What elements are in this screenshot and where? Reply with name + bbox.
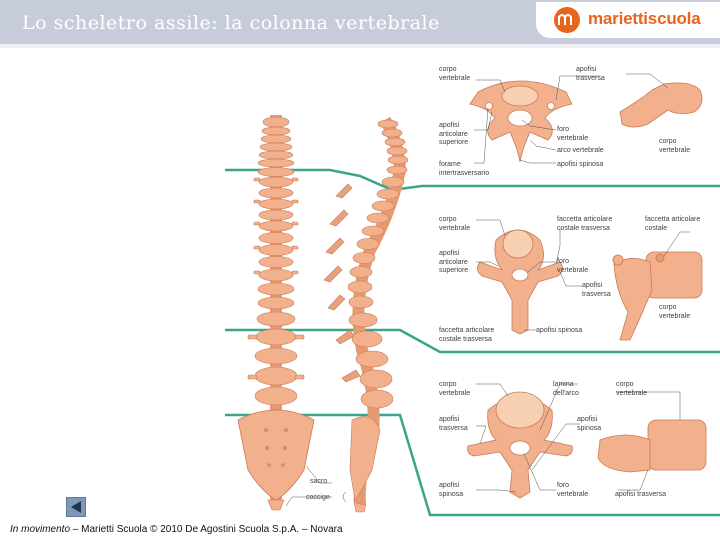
footer-credit: In movimento – Marietti Scuola © 2010 De… [10,524,343,535]
label-sacro: sacro [310,478,328,485]
page-title: Lo scheletro assile: la colonna vertebra… [22,12,440,34]
triangle-left-icon [71,501,81,513]
label-foro-vertebrale-cervical: foro vertebrale [557,126,589,142]
label-arco-vertebrale-cervical: arco vertebrale [557,147,604,154]
cervical-vertebra-side [619,82,703,128]
label-apofisi-spinosa-lumbar: apofisi spinosa [439,482,464,498]
label-coccige: coccige [306,494,330,501]
cervical-vertebra-top [469,80,573,163]
label-corpo-vertebrale-cervical-side: corpo vertebrale [659,138,691,154]
label-apofisi-spinosa-cervical: apofisi spinosa [557,161,604,168]
label-foro-vertebrale-thoracic: foro vertebrale [557,258,589,274]
lumbar-vertebra-side [597,419,707,473]
logo-mark-icon [554,7,580,33]
label-apofisi-trasversa-lumbar-side: apofisi trasversa [615,491,666,498]
label-faccetta-costale: faccetta articolare costale [645,216,701,232]
label-faccetta-costale-trasversa: faccetta articolare costale trasversa [557,216,613,232]
leader-lines [285,73,690,507]
label-corpo-vertebrale-lumbar-side: corpo vertebrale [616,381,648,397]
publisher-logo: mariettiscuola [536,2,720,38]
back-button[interactable] [66,497,86,517]
connector-lines [225,168,720,517]
label-foro-vertebrale-lumbar: foro vertebrale [557,482,589,498]
label-apofisi-articolare-superiore-thoracic: apofisi articolare superiore [439,250,469,274]
label-lamina-arco: lamina dell'arco [553,381,579,397]
label-apofisi-trasversa-lumbar: apofisi trasversa [439,416,468,432]
label-apofisi-spinosa-lumbar-mid: apofisi spinosa [577,416,602,432]
label-corpo-vertebrale-thoracic: corpo vertebrale [439,216,471,232]
spine-side-view [323,116,409,513]
spine-front-view [237,115,315,511]
thoracic-vertebra-side [612,251,703,341]
label-apofisi-spinosa-thoracic: apofisi spinosa [536,327,583,334]
label-forame-intertrasversario: forame intertrasversario [439,161,490,177]
footer-text: – Marietti Scuola © 2010 De Agostini Scu… [70,524,343,535]
label-apofisi-articolare-superiore-cervical: apofisi articolare superiore [439,122,469,146]
label-apofisi-trasversa-cervical: apofisi trasversa [576,66,605,82]
footer-italic: In movimento [10,524,71,535]
label-apofisi-trasversa-thoracic: apofisi trasversa [582,282,611,298]
label-corpo-vertebrale-thoracic-side: corpo vertebrale [659,304,691,320]
header-underline [0,44,720,48]
logo-text: mariettiscuola [588,9,701,28]
label-corpo-vertebrale-cervical: corpo vertebrale [439,66,471,82]
lumbar-vertebra-top [467,391,573,499]
label-corpo-vertebrale-lumbar: corpo vertebrale [439,381,471,397]
thoracic-vertebra-top [477,229,563,335]
label-faccetta-costale-trasversa-bottom: faccetta articolare costale trasversa [439,327,495,343]
